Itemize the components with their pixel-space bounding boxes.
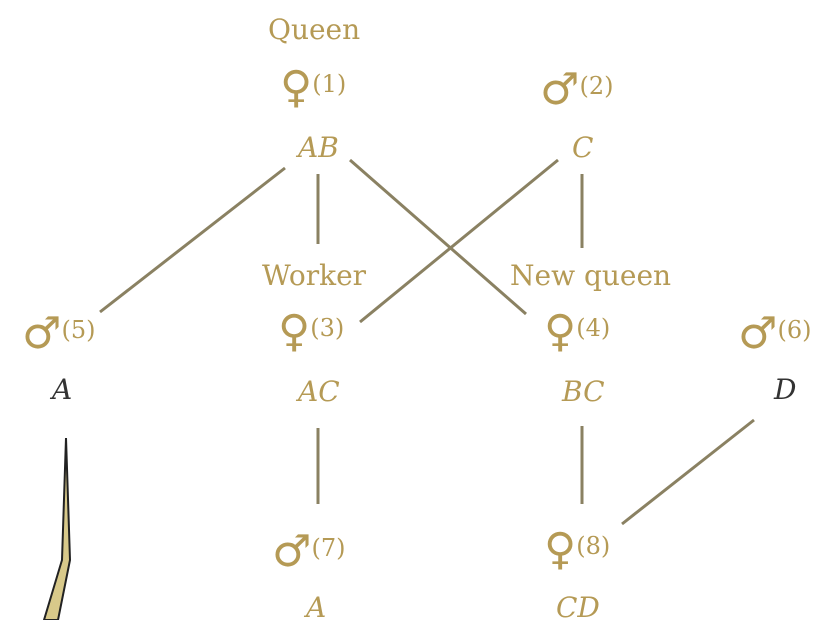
female-symbol-icon: ♀ <box>544 306 577 357</box>
node-8-genotype: CD <box>556 591 600 620</box>
male-symbol-icon: ♂ <box>540 64 580 115</box>
node-3-genotype: AC <box>298 375 340 408</box>
node-4-genotype: BC <box>562 375 605 408</box>
node-6-number: (6) <box>777 316 812 344</box>
node-1-marker: ♀(1) <box>280 66 346 110</box>
male-symbol-icon: ♂ <box>272 526 312 577</box>
node-8-marker: ♀(8) <box>544 528 610 572</box>
edge-6-to-8 <box>621 418 755 526</box>
node-7-genotype: A <box>306 591 327 620</box>
node-7-marker: ♂(7) <box>272 530 345 574</box>
node-6-genotype: D <box>774 373 797 406</box>
worker-caption: Worker <box>262 259 367 292</box>
female-symbol-icon: ♀ <box>280 62 313 113</box>
new-queen-caption: New queen <box>510 259 672 292</box>
male-symbol-icon: ♂ <box>22 308 62 359</box>
pointer-mark <box>42 437 72 620</box>
node-1-genotype: AB <box>298 131 339 164</box>
edge-1-to-5 <box>99 166 286 314</box>
female-symbol-icon: ♀ <box>278 306 311 357</box>
female-symbol-icon: ♀ <box>544 524 577 575</box>
node-5-genotype: A <box>52 373 73 406</box>
node-2-genotype: C <box>572 131 594 164</box>
node-7-number: (7) <box>311 534 346 562</box>
node-3-number: (3) <box>310 314 345 342</box>
node-5-number: (5) <box>61 316 96 344</box>
edge-1-to-4 <box>349 158 527 316</box>
node-6-marker: ♂(6) <box>738 312 811 356</box>
edge-2-to-3 <box>359 158 559 324</box>
node-4-number: (4) <box>576 314 611 342</box>
node-8-number: (8) <box>576 532 611 560</box>
node-5-marker: ♂(5) <box>22 312 95 356</box>
node-3-marker: ♀(3) <box>278 310 344 354</box>
node-2-number: (2) <box>579 72 614 100</box>
queen-caption: Queen <box>268 13 361 46</box>
male-symbol-icon: ♂ <box>738 308 778 359</box>
node-4-marker: ♀(4) <box>544 310 610 354</box>
node-2-marker: ♂(2) <box>540 68 613 112</box>
node-1-number: (1) <box>312 70 347 98</box>
